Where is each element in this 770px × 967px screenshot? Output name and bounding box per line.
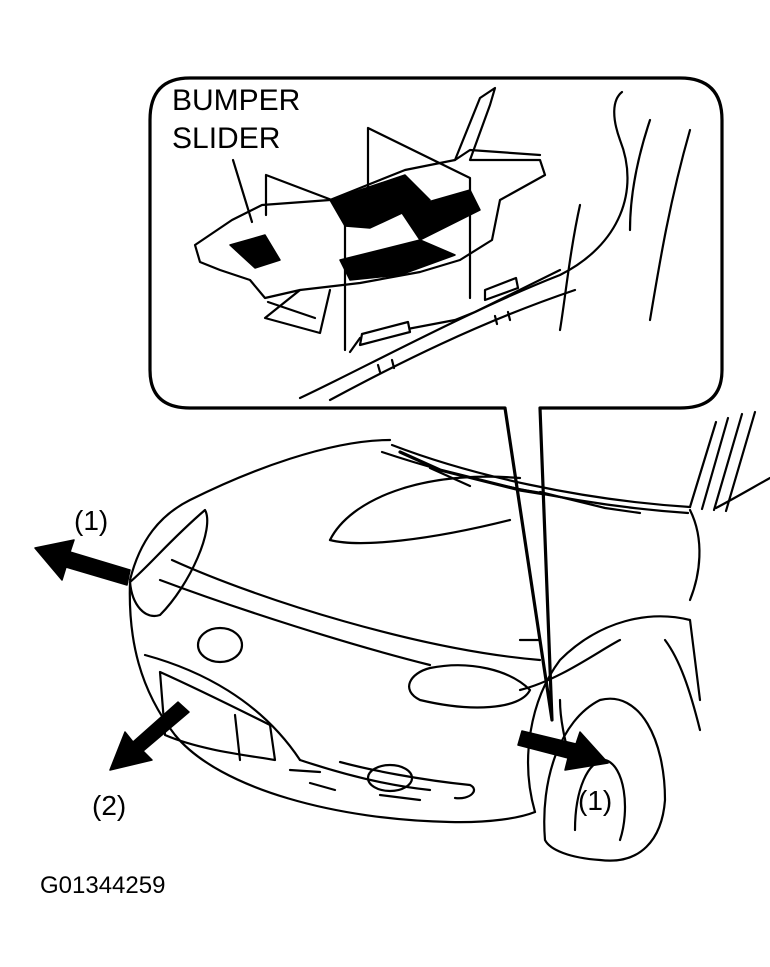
arrow-left-upper-label: (1) — [74, 505, 108, 536]
arrow-left-upper-icon — [34, 539, 131, 586]
arrow-right-label: (1) — [578, 785, 612, 816]
bumper-slider-label-line1: BUMPER — [172, 84, 300, 117]
removal-arrows: (1) (2) (1) — [34, 505, 612, 821]
detail-callout: BUMPER SLIDER — [148, 76, 724, 722]
car-illustration — [128, 410, 770, 862]
arrow-left-lower-icon — [109, 701, 190, 771]
arrow-left-lower-label: (2) — [92, 790, 126, 821]
bumper-slider-label-line2: SLIDER — [172, 122, 280, 155]
arrow-right-icon — [517, 730, 609, 771]
figure-id: G01344259 — [40, 872, 165, 899]
